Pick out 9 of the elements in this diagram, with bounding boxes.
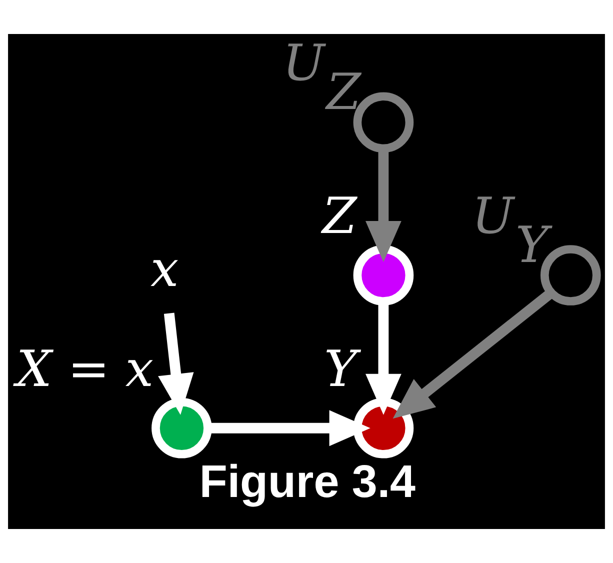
arrow [158, 312, 194, 415]
node-text: x [150, 240, 179, 298]
node-circle [152, 398, 212, 458]
arrow [392, 288, 555, 419]
node-circle [353, 245, 414, 306]
node-circle [353, 398, 414, 458]
arrow [366, 149, 402, 262]
caption: Figure 3.4 [199, 456, 416, 507]
node-label: Z [322, 187, 357, 246]
